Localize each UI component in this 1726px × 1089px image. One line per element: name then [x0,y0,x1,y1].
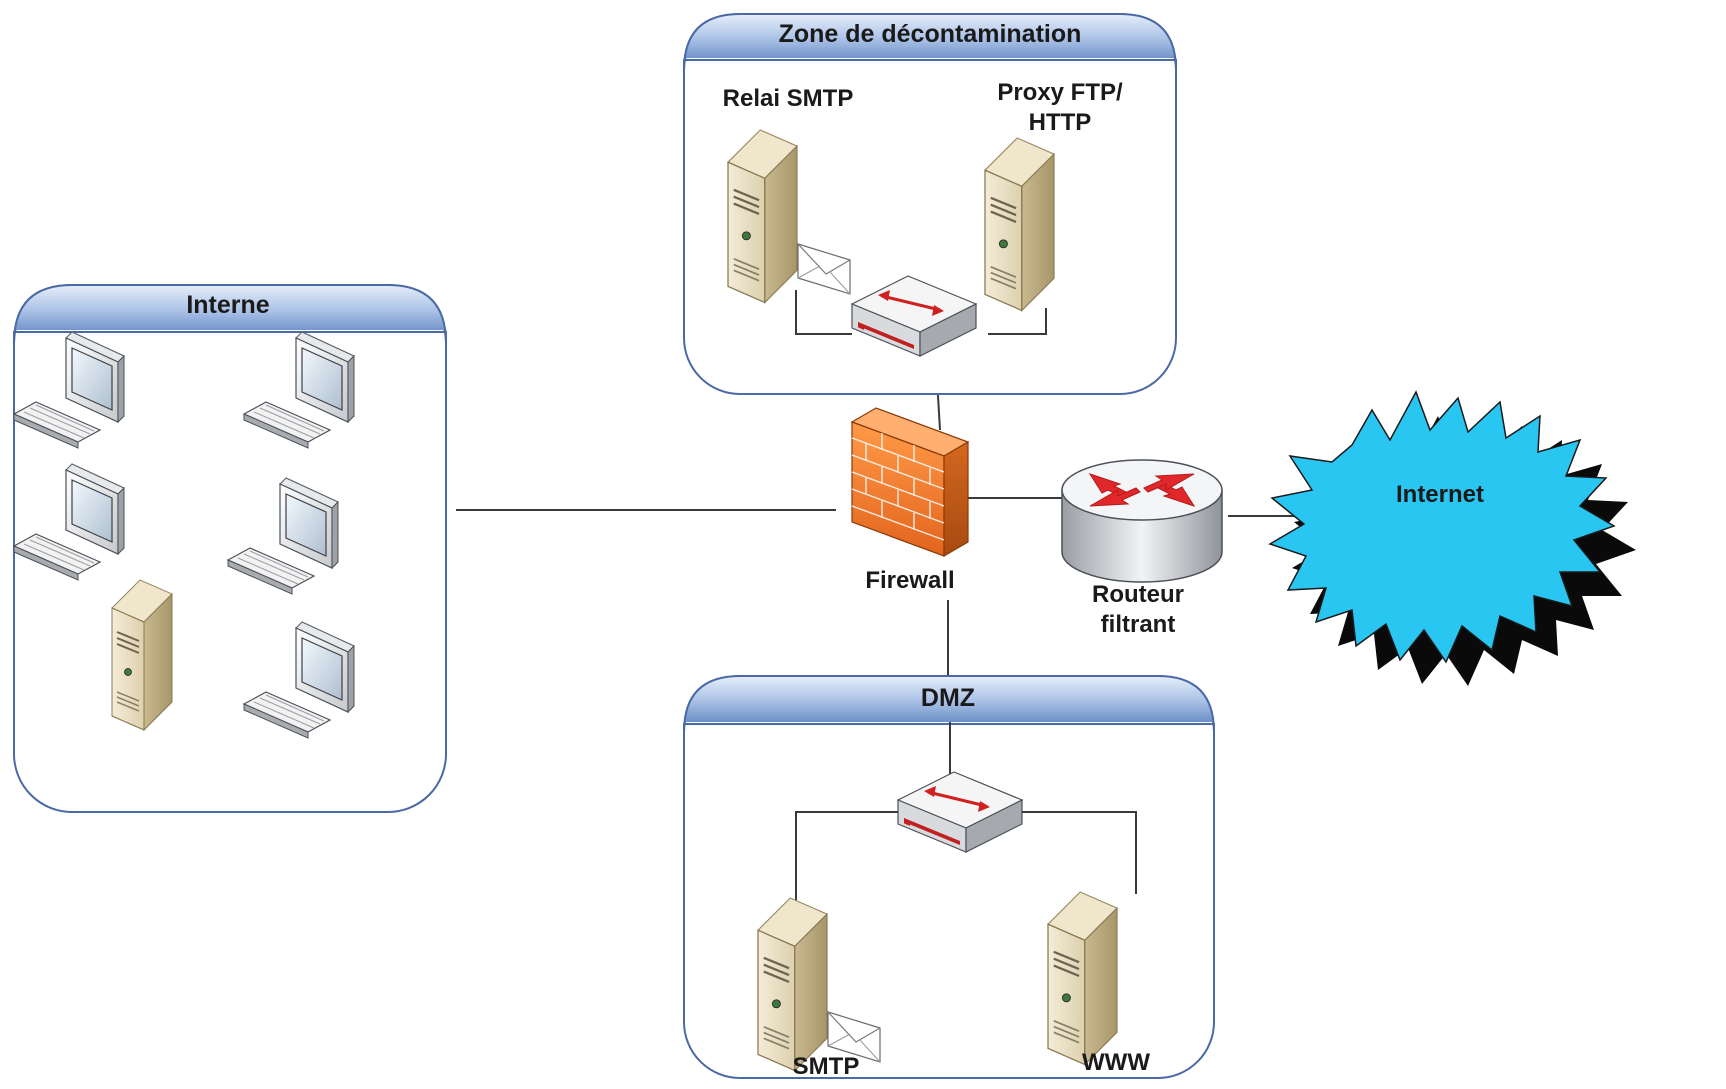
firewall-label: Firewall [865,567,954,594]
internet-label: Internet [1396,481,1484,508]
mail-server-icon [756,896,829,1072]
www-label: WWW [1082,1049,1150,1076]
smtp-label: SMTP [793,1053,860,1080]
server-icon [983,136,1056,312]
link-dmz-switch-smtp [795,811,898,904]
proxy-label-line1: Proxy FTP/ [997,79,1123,106]
zone-dmz-title: DMZ [921,684,975,712]
server-icon [111,579,173,731]
cloud-burst-icon [1268,390,1636,686]
zone-decontamination: Zone de décontamination Relai SMTP Proxy… [683,13,1177,395]
proxy-label-line2: HTTP [1029,109,1092,136]
zone-interne-title: Interne [186,291,269,319]
routeur-label-line2: filtrant [1101,611,1176,638]
server-icon [1046,890,1119,1066]
relai-smtp-label: Relai SMTP [723,85,854,112]
zone-interne: Interne [13,284,447,813]
router-icon [1061,459,1223,583]
routeur-label-line1: Routeur [1092,581,1184,608]
switch-icon [896,770,1024,854]
link-relai-switch [795,290,852,335]
switch-icon [850,274,978,358]
link-proxy-switch [988,308,1047,335]
mail-server-icon [726,128,799,304]
zone-dmz: DMZ SMTP WWW [683,675,1215,1080]
firewall-icon [850,407,970,558]
zone-decontamination-title: Zone de décontamination [779,20,1082,48]
link-dmz-switch-www [1022,811,1137,894]
